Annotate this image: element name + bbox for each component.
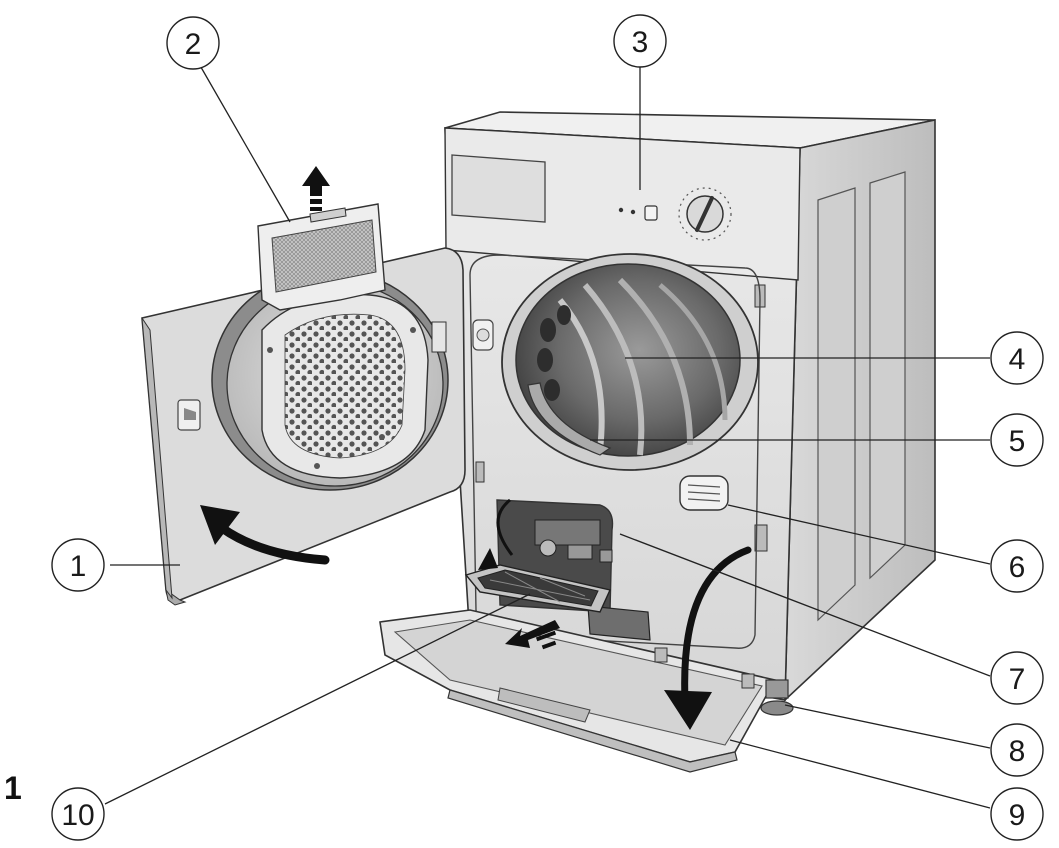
svg-text:5: 5 (1009, 425, 1026, 458)
callout-8: 8 (990, 723, 1044, 777)
svg-text:8: 8 (1009, 735, 1026, 768)
callout-2: 2 (166, 16, 220, 70)
callout-1: 1 (51, 538, 105, 592)
maintenance-flap (379, 609, 777, 773)
lint-filter (257, 203, 386, 311)
callout-9: 9 (990, 787, 1044, 841)
svg-text:9: 9 (1009, 799, 1026, 832)
lift-filter-arrow-icon (302, 166, 330, 211)
svg-text:7: 7 (1009, 663, 1026, 696)
type-plate (679, 475, 729, 511)
svg-text:1: 1 (70, 550, 87, 583)
svg-text:10: 10 (61, 799, 94, 832)
maintenance-flap-arrow-icon (664, 546, 752, 730)
svg-text:3: 3 (632, 26, 649, 59)
open-door-arrow-icon (200, 505, 330, 565)
adjustable-foot (760, 679, 794, 716)
figure-label: 1 (4, 770, 22, 806)
svg-text:4: 4 (1009, 343, 1026, 376)
pull-filter-arrow-icon (505, 620, 560, 650)
svg-text:2: 2 (185, 28, 202, 61)
callout-10: 10 (51, 787, 105, 841)
callout-7: 7 (990, 651, 1044, 705)
flap-open-arrow-icon (478, 498, 514, 570)
callout-6: 6 (990, 539, 1044, 593)
filter-frame (464, 564, 611, 613)
callout-5: 5 (990, 413, 1044, 467)
callout-3: 3 (613, 14, 667, 68)
callout-4: 4 (990, 331, 1044, 385)
drum (501, 253, 759, 471)
svg-text:6: 6 (1009, 551, 1026, 584)
leader-lines (104, 61, 991, 809)
